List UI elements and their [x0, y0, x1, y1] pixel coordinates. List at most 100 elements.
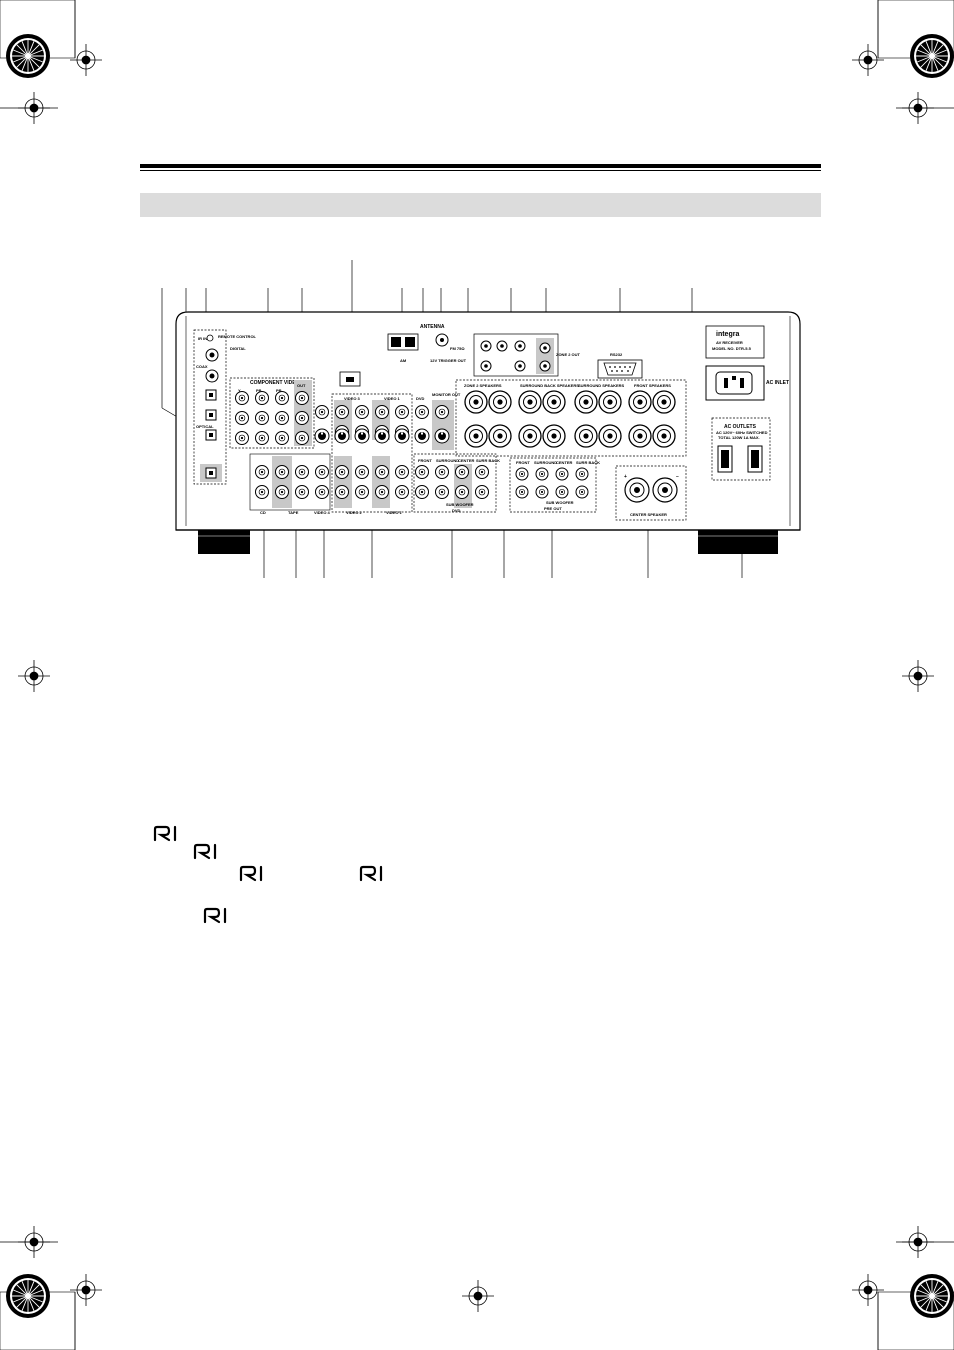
rca-jack — [375, 485, 389, 499]
rca-jack — [435, 465, 449, 479]
section-heading-band — [140, 193, 821, 217]
ri-logo-icon — [193, 843, 217, 860]
video3-label: VIDEO 3 — [344, 396, 361, 401]
registration-mark-icon — [902, 92, 934, 124]
rca-jack — [455, 485, 469, 499]
binding-post — [542, 424, 566, 448]
svg-text:SURROUND: SURROUND — [534, 460, 557, 465]
binding-post — [598, 424, 622, 448]
svg-text:Y: Y — [238, 388, 241, 393]
digital-inputs: IR IN REMOTE CONTROL DIGITAL COAX OPTICA… — [193, 329, 257, 485]
digital-label: DIGITAL — [230, 346, 246, 351]
foot-left — [198, 530, 250, 554]
registration-mark-icon — [70, 1274, 102, 1306]
rca-jack — [275, 411, 289, 425]
rca-jack — [515, 485, 529, 499]
rca-jack — [395, 405, 409, 419]
binding-post — [542, 390, 566, 414]
binding-post — [464, 390, 488, 414]
rca-jack — [275, 485, 289, 499]
center-speaker-label: CENTER SPEAKER — [630, 512, 667, 517]
rca-jack — [235, 411, 249, 425]
rca-jack — [415, 405, 429, 419]
foot-right — [698, 530, 778, 554]
binding-post — [574, 424, 598, 448]
svg-text:SUB WOOFER: SUB WOOFER — [546, 500, 574, 505]
remote-control-label: REMOTE CONTROL — [218, 334, 257, 339]
registration-mark-icon — [70, 44, 102, 76]
svg-text:PR: PR — [276, 388, 282, 393]
tape-label: TAPE — [288, 510, 299, 515]
trigger-out-label: 12V TRIGGER OUT — [430, 358, 467, 363]
pre-out: FRONT SURROUND CENTER SURR BACK SUB WOOF… — [509, 457, 600, 513]
ac-inlet: AC INLET — [705, 365, 789, 401]
svg-text:SURR BACK: SURR BACK — [476, 458, 500, 463]
video4-label: VIDEO 4 — [314, 510, 331, 515]
rca-jack — [575, 467, 589, 481]
analog-inputs: CD TAPE VIDEO 4 VIDEO 3 VIDEO 1 VIDEO 2 … — [235, 391, 500, 515]
brand-label: integra — [716, 331, 739, 338]
binding-post — [652, 424, 676, 448]
rca-jack — [295, 391, 309, 405]
svg-text:SURROUND: SURROUND — [436, 458, 459, 463]
binding-post — [652, 390, 676, 414]
svg-text:TOTAL 120W 1A MAX.: TOTAL 120W 1A MAX. — [718, 435, 760, 440]
registration-wheels — [6, 34, 954, 1318]
speaker-terminals: ZONE 2 SPEAKERS SURROUND BACK SPEAKERS S… — [455, 379, 687, 457]
rca-jack — [395, 485, 409, 499]
rca-jack — [255, 411, 269, 425]
speaker-row-top — [464, 390, 676, 414]
zone2-out: ZONE 2 OUT — [473, 333, 581, 377]
rca-jack — [335, 405, 349, 419]
ri-logo-icon — [359, 865, 383, 882]
binding-post — [488, 424, 512, 448]
coax-label: COAX — [196, 364, 208, 369]
rca-jack — [255, 431, 269, 445]
rca-jack — [275, 465, 289, 479]
rca-jack — [455, 465, 469, 479]
model-badge: integra AV RECEIVER MODEL NO. DTR-5.5 — [705, 325, 765, 359]
svg-text:−: − — [676, 474, 679, 480]
rca-jack — [255, 485, 269, 499]
rca-jack — [355, 485, 369, 499]
rca-jack — [435, 485, 449, 499]
svg-text:CENTER: CENTER — [556, 460, 573, 465]
registration-mark-icon — [462, 1280, 494, 1312]
rca-jack — [255, 391, 269, 405]
binding-post — [518, 390, 542, 414]
rca-jack — [355, 405, 369, 419]
svg-text:AC 120V~ 60Hz SWITCHED: AC 120V~ 60Hz SWITCHED — [716, 430, 768, 435]
surround-speakers-label: SURROUND SPEAKERS — [578, 383, 625, 388]
video1-label: VIDEO 1 — [384, 396, 401, 401]
rca-jack — [295, 431, 309, 445]
video2-label: VIDEO 2 — [346, 510, 363, 515]
header-rule — [140, 164, 821, 168]
svg-text:+: + — [624, 474, 627, 480]
rca-jack — [535, 467, 549, 481]
registration-mark-icon — [852, 44, 884, 76]
binding-post — [464, 424, 488, 448]
antenna-section: ANTENNA AM FM 75Ω 12V TRIGGER OUT — [339, 324, 467, 387]
binding-post — [574, 390, 598, 414]
header-rule-thin — [140, 170, 821, 171]
svg-text:SURR BACK: SURR BACK — [576, 460, 600, 465]
rca-jack — [255, 465, 269, 479]
rca-jack — [235, 431, 249, 445]
rca-jack — [335, 485, 349, 499]
starburst-icon — [910, 34, 954, 78]
am-label: AM — [400, 358, 407, 363]
registration-marks — [18, 44, 934, 1312]
rca-jack — [335, 465, 349, 479]
antenna-label: ANTENNA — [420, 324, 445, 330]
rs232-label: RS232 — [610, 352, 623, 357]
starburst-icon — [910, 1274, 954, 1318]
svg-text:AV RECEIVER: AV RECEIVER — [716, 340, 743, 345]
ac-outlets-label: AC OUTLETS — [724, 424, 757, 430]
registration-mark-icon — [18, 660, 50, 692]
ir-in-label: IR IN — [198, 336, 207, 341]
optical-label: OPTICAL — [196, 424, 214, 429]
svg-text:PB: PB — [256, 388, 262, 393]
rca-jack — [515, 467, 529, 481]
rca-jack — [375, 465, 389, 479]
rca-jack — [435, 405, 449, 419]
